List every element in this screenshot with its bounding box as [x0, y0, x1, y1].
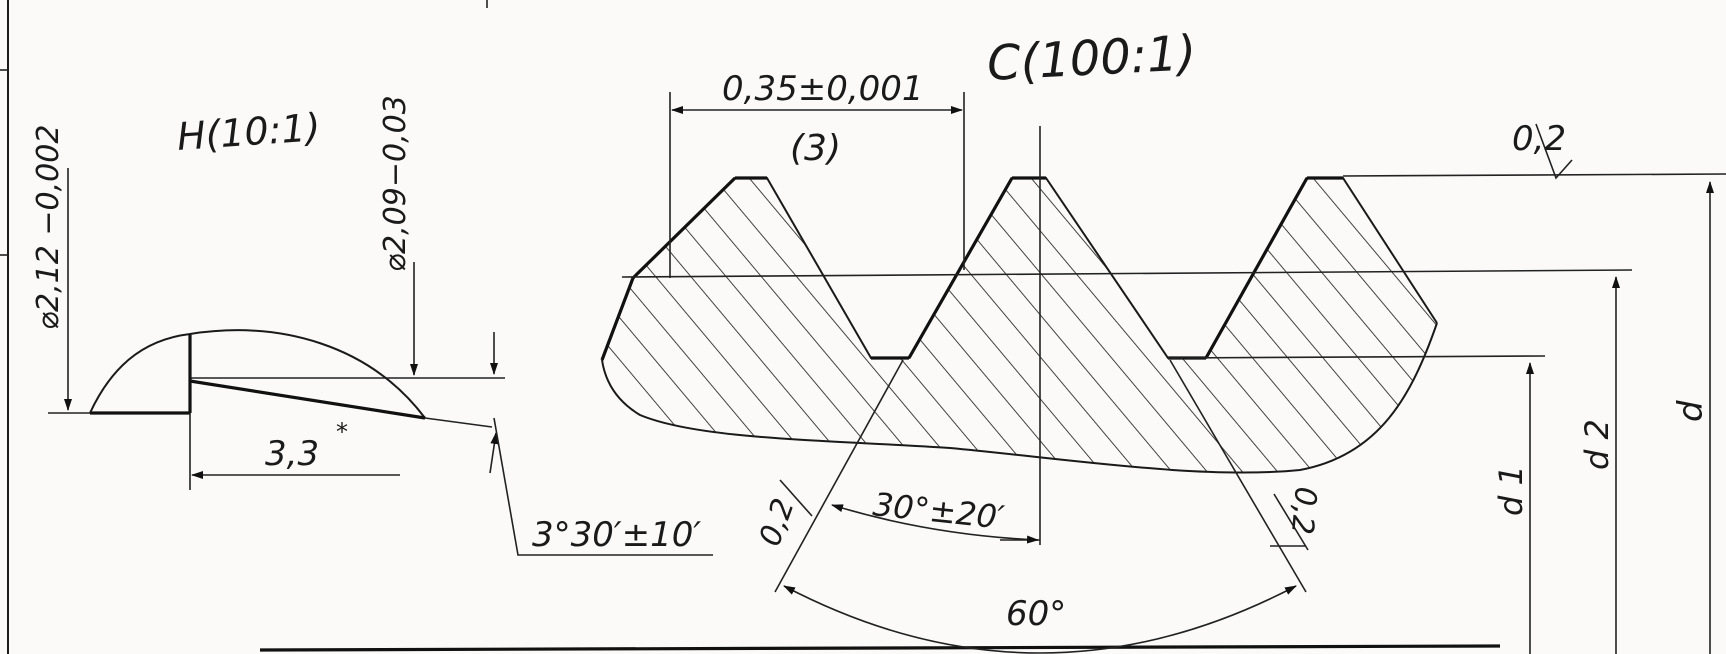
dim-33-mark: *	[336, 418, 348, 446]
root-left-label: 0,2	[753, 494, 802, 551]
root-right-leader	[1273, 493, 1309, 551]
angle-60-ext-left	[774, 359, 904, 593]
crest-label: 0,2	[1512, 119, 1566, 159]
root-left-leader	[779, 479, 813, 517]
d2-label: d 2	[1578, 419, 1616, 470]
view-c: C(100:1) 0,35±0,001 (3) 0	[600, 25, 1726, 654]
view-h-taper-edge	[189, 379, 426, 420]
dim-212-label: ⌀2,12 −0,002	[31, 125, 66, 330]
taper-angle-arrow-bottom	[489, 432, 499, 474]
crest-leader	[1535, 123, 1573, 180]
drawing-frame	[0, 0, 1501, 654]
pitch-count-label: (3)	[790, 128, 841, 169]
pitch-diameter-line	[621, 269, 1633, 278]
dim-209-label: ⌀2,09−0,03	[378, 95, 413, 272]
view-h-title: H(10:1)	[176, 105, 322, 159]
pitch-label: 0,35±0,001	[722, 69, 924, 109]
angle-60-label: 60°	[1006, 594, 1066, 634]
view-h: H(10:1) ⌀2,12 −0,002 ⌀2,09−0,03 3,3 * 3°…	[31, 95, 713, 556]
dim-33-label: 3,3	[265, 434, 319, 474]
view-h-taper-extension	[424, 417, 493, 428]
d-label: d	[1671, 400, 1711, 422]
angle-60-ext-right	[1169, 359, 1307, 593]
half-angle-arc	[831, 504, 1039, 544]
d1-label: d 1	[1492, 465, 1530, 516]
taper-angle-leader	[493, 417, 713, 556]
major-diameter-line	[1342, 173, 1726, 177]
view-h-profile-left	[89, 333, 191, 414]
angle-60-arc	[783, 585, 1297, 654]
taper-angle-label: 3°30′±10′	[532, 515, 701, 555]
minor-diameter-line	[1167, 355, 1546, 359]
thread-hatch-area	[602, 178, 1437, 473]
half-angle-label: 30°±20′	[871, 485, 1006, 537]
view-h-profile-arc	[189, 329, 426, 419]
view-c-title: C(100:1)	[986, 25, 1198, 92]
root-right-label: 0,2	[1284, 485, 1323, 536]
thread-break-line	[601, 322, 1438, 474]
